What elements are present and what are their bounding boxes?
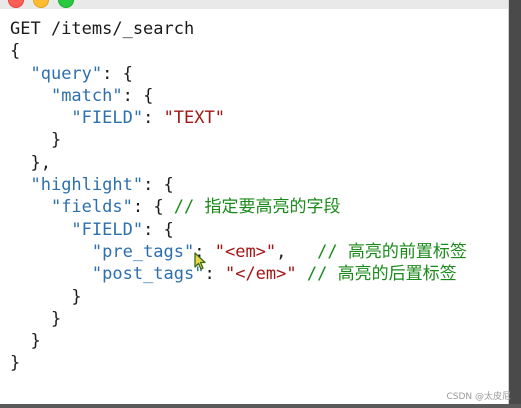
json-key: "post_tags"	[91, 264, 205, 285]
code-punct: }	[50, 130, 62, 151]
code-punct: : {	[143, 219, 174, 240]
json-key: "FIELD"	[71, 219, 144, 240]
code-line: },	[10, 152, 467, 174]
json-string: "<em>"	[214, 241, 277, 262]
code-punct: : {	[132, 197, 174, 218]
minimize-button[interactable]	[33, 0, 49, 8]
code-indent	[10, 220, 71, 240]
json-key: "query"	[30, 63, 103, 84]
code-comment: // 高亮的后置标签	[306, 264, 457, 285]
json-string: "TEXT"	[163, 108, 225, 129]
code-line: "fields": { // 指定要高亮的字段	[10, 196, 467, 218]
json-string: "</em>"	[224, 264, 297, 285]
code-line: GET /items/_search	[10, 18, 467, 40]
json-key: "pre_tags"	[91, 241, 195, 262]
code-indent	[10, 197, 51, 217]
json-key: "FIELD"	[71, 108, 144, 129]
code-comment: // 指定要高亮的字段	[173, 197, 341, 218]
code-line: "post_tags": "</em>" // 高亮的后置标签	[10, 263, 467, 285]
code-text: {	[10, 41, 21, 62]
zoom-button[interactable]	[58, 0, 74, 8]
code-line: "query": {	[10, 63, 467, 85]
code-line: "pre_tags": "<em>", // 高亮的前置标签	[10, 241, 467, 263]
code-line: }	[10, 308, 467, 330]
code-line: }	[10, 352, 467, 374]
code-indent	[10, 86, 51, 106]
code-punct: : {	[102, 63, 133, 84]
code-punct: ,	[276, 241, 318, 262]
code-line: "FIELD": {	[10, 219, 467, 241]
code-punct: }	[50, 308, 62, 329]
code-indent	[10, 108, 71, 128]
watermark: CSDN @太皮尼	[446, 392, 511, 402]
json-key: "highlight"	[30, 175, 144, 196]
code-punct: :	[204, 264, 225, 285]
code-editor[interactable]: GET /items/_search{ "query": { "match": …	[10, 18, 467, 375]
code-line: }	[10, 129, 467, 151]
code-line: "highlight": {	[10, 174, 467, 196]
code-indent	[10, 287, 71, 307]
code-punct: :	[143, 108, 164, 129]
code-punct: :	[194, 241, 215, 262]
json-key: "fields"	[50, 197, 133, 218]
code-indent	[10, 130, 51, 150]
code-punct: : {	[122, 85, 154, 106]
code-indent	[10, 153, 30, 173]
json-key: "match"	[50, 85, 123, 106]
code-indent	[10, 264, 92, 284]
code-punct: }	[71, 286, 82, 307]
code-punct: : {	[143, 175, 174, 196]
code-punct: }	[30, 331, 41, 352]
title-bar	[0, 0, 508, 9]
code-line: "FIELD": "TEXT"	[10, 107, 467, 129]
code-punct: },	[30, 152, 51, 173]
code-punct	[297, 264, 307, 284]
code-text: }	[10, 353, 21, 374]
code-indent	[10, 175, 30, 195]
code-indent	[10, 331, 30, 351]
right-panel-edge	[509, 0, 521, 404]
mouse-pointer-icon	[194, 252, 206, 270]
code-text: GET /items/_search	[10, 19, 195, 39]
code-line: }	[10, 330, 467, 352]
code-line: {	[10, 40, 467, 62]
close-button[interactable]	[8, 0, 24, 8]
code-indent	[10, 64, 30, 84]
code-line: }	[10, 286, 467, 308]
code-indent	[10, 309, 51, 329]
code-indent	[10, 242, 92, 262]
code-comment: // 高亮的前置标签	[317, 241, 467, 262]
code-line: "match": {	[10, 85, 467, 107]
editor-window: GET /items/_search{ "query": { "match": …	[0, 0, 509, 404]
